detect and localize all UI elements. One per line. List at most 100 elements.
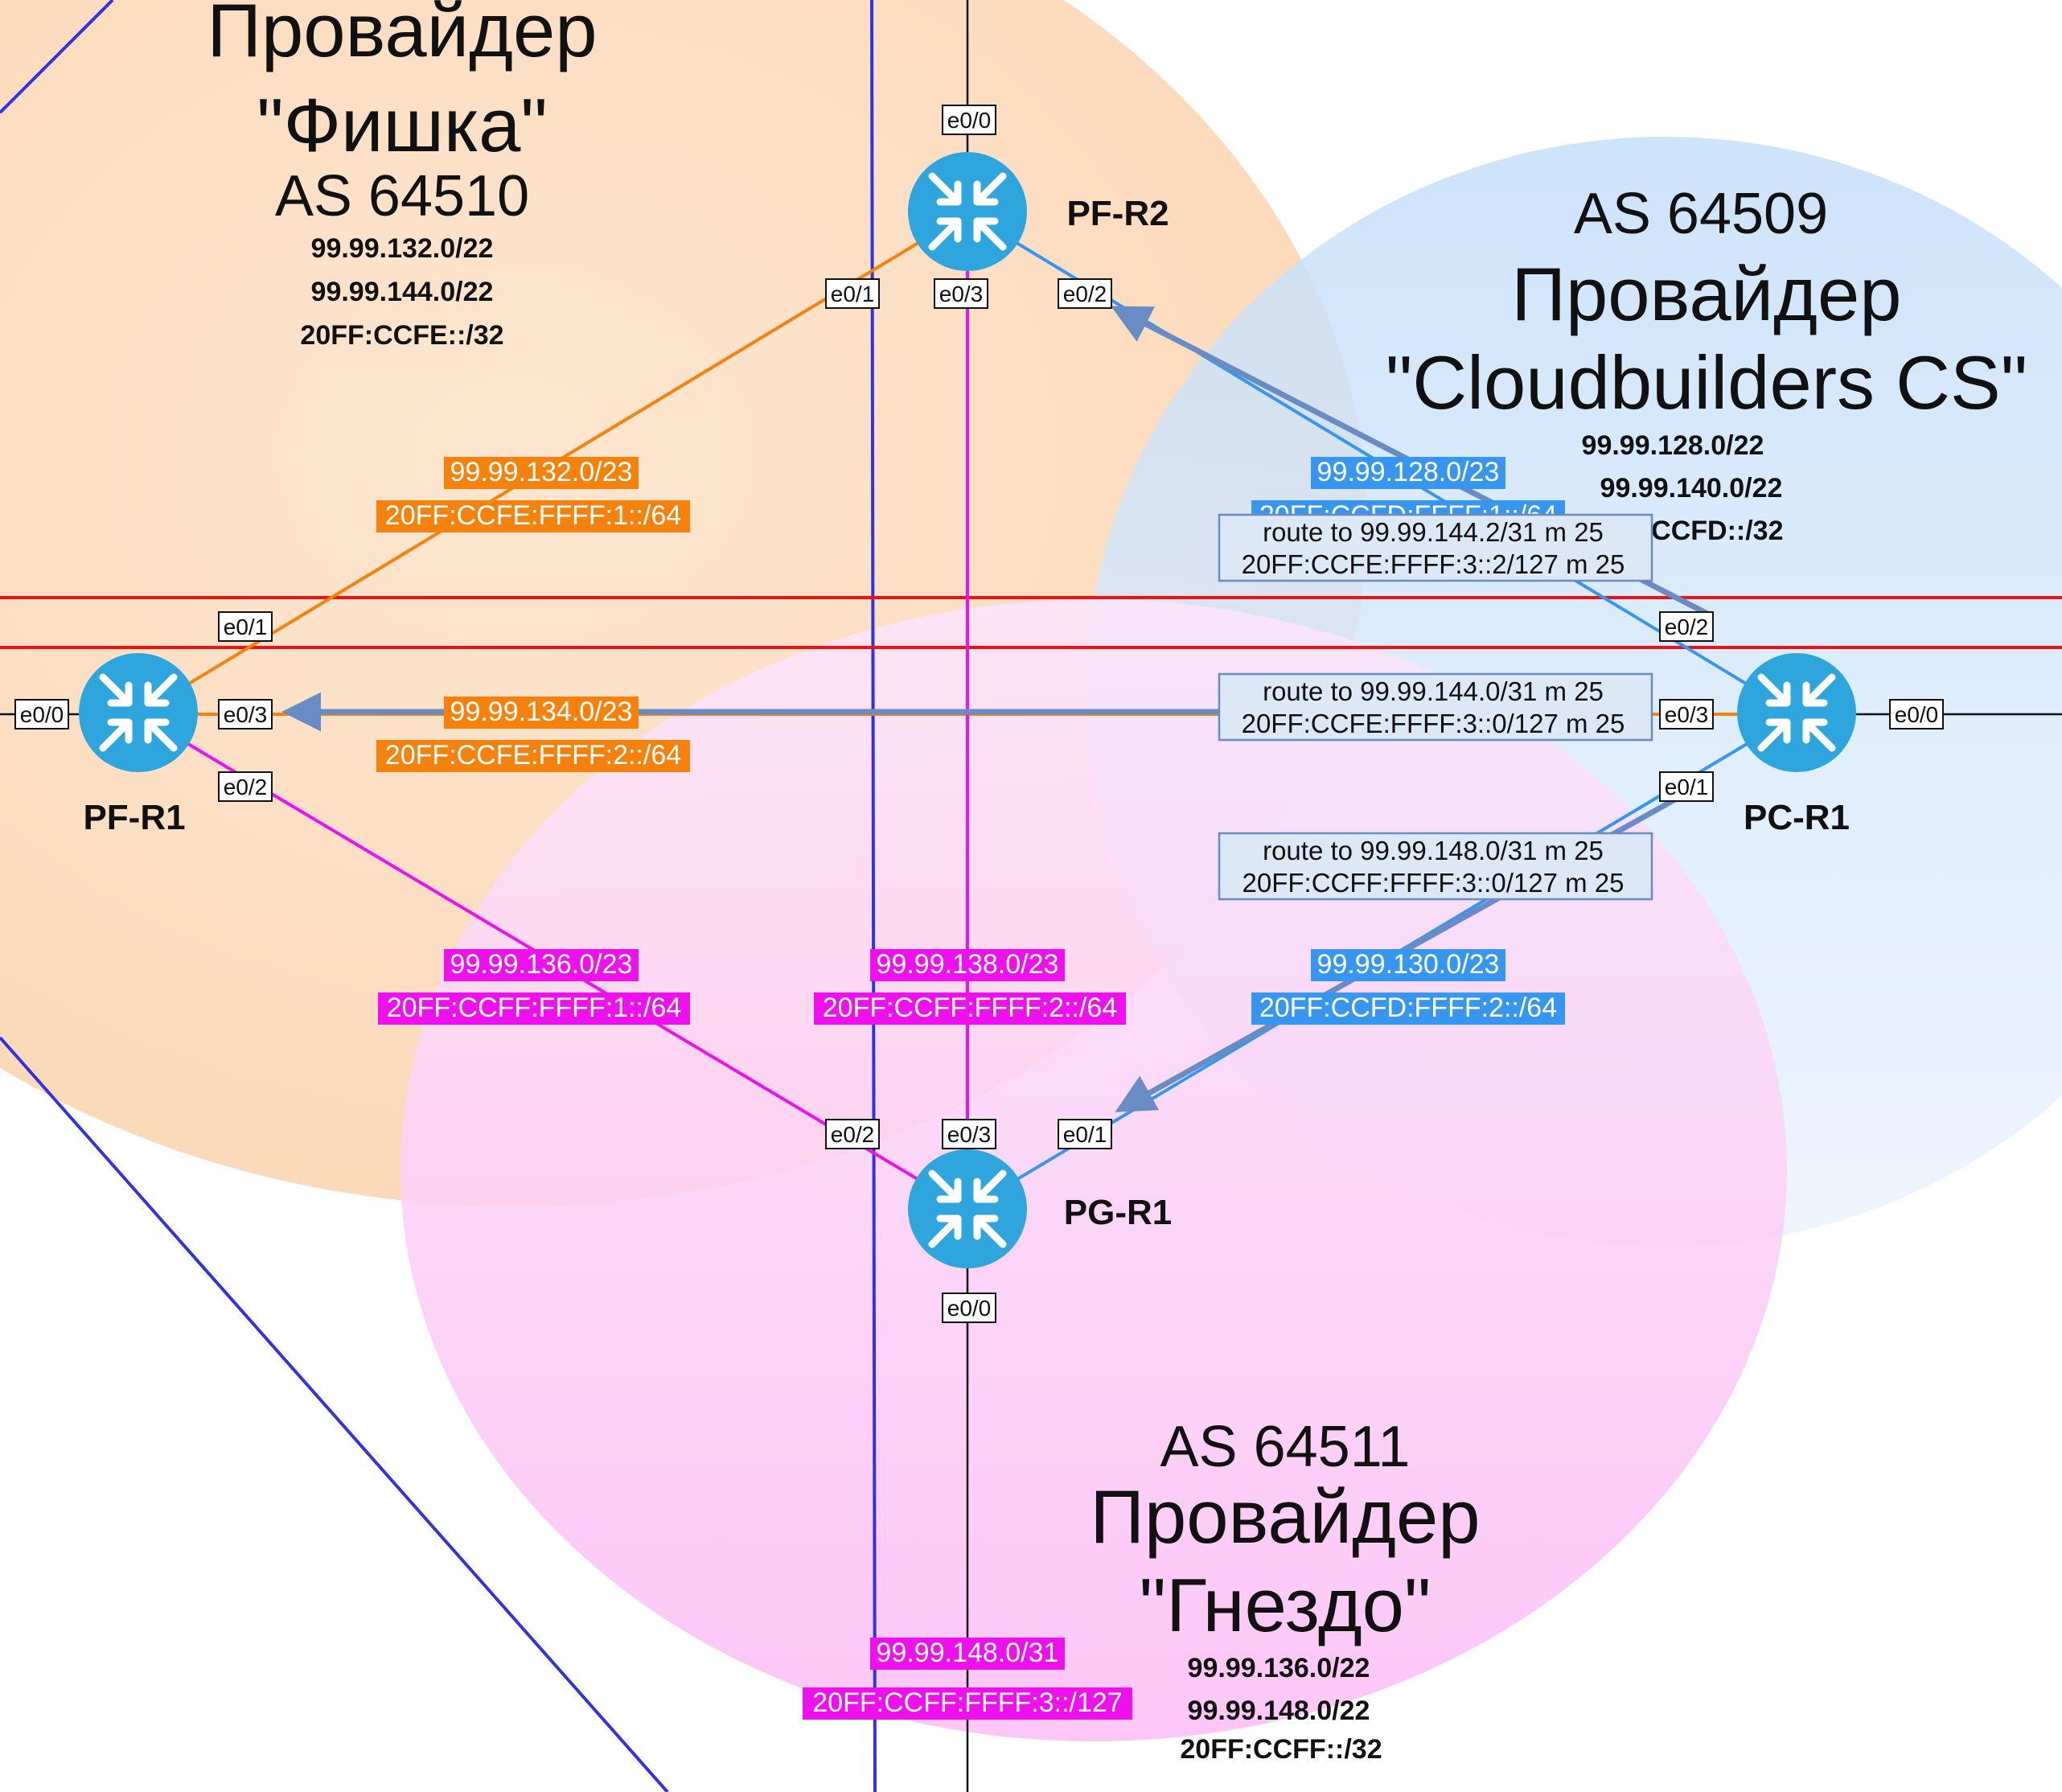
route-box-to-pfr2 — [1218, 513, 1653, 582]
label-bg — [376, 500, 690, 532]
link-pgr1-down-v4: 99.99.148.0/31 — [877, 1638, 1059, 1668]
link-pfr1-pgr1-v6: 20FF:CCFF:FFFF:1::/64 — [387, 993, 681, 1023]
gnezdo-title-1: Провайдер — [1090, 1474, 1480, 1559]
label-bg — [870, 949, 1065, 981]
label-bg — [378, 993, 690, 1025]
router-icon — [79, 653, 198, 772]
fishka-as: AS 64510 — [275, 164, 529, 228]
cloudbuilders-prefix-1: 99.99.128.0/22 — [1582, 430, 1764, 461]
link-pfr1-pcr1-v4: 99.99.134.0/23 — [450, 697, 633, 727]
label-bg — [444, 697, 639, 729]
fishka-prefix-2: 99.99.144.0/22 — [311, 277, 494, 307]
link-labels: 99.99.132.0/23 20FF:CCFE:FFFF:1::/64 99.… — [376, 457, 1565, 1720]
router-pf-r2-label: PF-R2 — [1066, 194, 1169, 233]
label-bg — [444, 457, 639, 489]
port-box — [14, 699, 69, 730]
port-pc-r1-e00: e0/0 — [1895, 702, 1939, 727]
port-box — [1889, 699, 1944, 730]
port-box — [942, 105, 996, 135]
routers: PF-R2 PF-R1 PC-R1 PG-R1 — [79, 152, 1856, 1268]
port-box — [218, 611, 273, 642]
dark-blue-diagonal-top — [0, 0, 114, 114]
port-pc-r1-e03: e0/3 — [1665, 702, 1709, 727]
port-pg-r1-e01: e0/1 — [1063, 1122, 1107, 1147]
port-box — [218, 771, 273, 802]
router-pf-r1-label: PF-R1 — [83, 798, 185, 837]
gnezdo-prefix-3: 20FF:CCFF::/32 — [1180, 1734, 1382, 1765]
label-bg — [1311, 457, 1505, 489]
port-box — [1058, 1119, 1112, 1149]
route-box-to-pgr1 — [1218, 832, 1653, 901]
label-bg — [870, 1638, 1065, 1670]
port-box — [942, 1293, 996, 1323]
route-to-pfr2-line1: route to 99.99.144.2/31 m 25 — [1263, 517, 1604, 547]
port-pf-r2-e01: e0/1 — [831, 282, 875, 306]
port-box — [1659, 699, 1714, 730]
fishka-prefix-3: 20FF:CCFE::/32 — [300, 320, 503, 351]
gnezdo-prefix-2: 99.99.148.0/22 — [1188, 1695, 1370, 1726]
link-pfr2-pgr1-v6: 20FF:CCFF:FFFF:2::/64 — [823, 993, 1117, 1023]
port-box — [1659, 771, 1714, 802]
link-pgr1-down-v6: 20FF:CCFF:FFFF:3::/127 — [812, 1687, 1122, 1718]
gnezdo-prefix-1: 99.99.136.0/22 — [1188, 1653, 1370, 1683]
port-pg-r1-e02: e0/2 — [831, 1122, 875, 1147]
cloudbuilders-as: AS 64509 — [1574, 182, 1828, 246]
port-pf-r1-e03: e0/3 — [224, 702, 268, 727]
router-pf-r1[interactable] — [79, 653, 198, 772]
fishka-title-2: "Фишка" — [257, 83, 548, 167]
label-bg — [1311, 949, 1505, 981]
port-box — [1058, 278, 1112, 309]
link-pfr1-pfr2-v6: 20FF:CCFE:FFFF:1::/64 — [385, 500, 681, 531]
cloudbuilders-prefix-2: 99.99.140.0/22 — [1600, 473, 1783, 503]
route-boxes: route to 99.99.144.2/31 m 25 20FF:CCFE:F… — [1218, 513, 1653, 901]
port-pf-r2-e00: e0/0 — [947, 108, 992, 133]
router-pg-r1[interactable] — [908, 1149, 1027, 1268]
label-bg — [1251, 993, 1565, 1025]
port-pf-r1-e00: e0/0 — [20, 702, 64, 727]
link-pfr1-pfr2-v4: 99.99.132.0/23 — [450, 457, 633, 487]
router-icon — [908, 1149, 1027, 1268]
route-to-pfr1-line2: 20FF:CCFE:FFFF:3::0/127 m 25 — [1242, 709, 1625, 738]
route-box-to-pfr1 — [1218, 672, 1653, 742]
cloudbuilders-title-2: "Cloudbuilders CS" — [1386, 340, 2027, 425]
link-pfr2-pgr1-v4: 99.99.138.0/23 — [877, 949, 1059, 980]
route-to-pfr1-line1: route to 99.99.144.0/31 m 25 — [1263, 676, 1604, 706]
label-bg — [376, 740, 690, 772]
fishka-prefix-1: 99.99.132.0/22 — [311, 233, 494, 264]
route-to-pfr2-line2: 20FF:CCFE:FFFF:3::2/127 m 25 — [1242, 549, 1625, 579]
label-bg — [444, 949, 639, 981]
router-pc-r1[interactable] — [1737, 653, 1856, 772]
label-bg — [814, 993, 1126, 1025]
port-box — [825, 278, 880, 309]
port-box — [942, 1119, 996, 1149]
zone-labels: Провайдер "Фишка" AS 64510 99.99.132.0/2… — [207, 0, 2027, 1765]
route-to-pgr1-line1: route to 99.99.148.0/31 m 25 — [1263, 836, 1604, 865]
gnezdo-title-2: "Гнездо" — [1140, 1563, 1431, 1647]
router-icon — [1737, 653, 1856, 772]
dark-blue-diagonal-bottom — [0, 1036, 669, 1792]
gnezdo-as: AS 64511 — [1160, 1415, 1411, 1479]
fishka-title-1: Провайдер — [207, 0, 597, 72]
port-pf-r2-e02: e0/2 — [1063, 282, 1107, 306]
port-pg-r1-e00: e0/0 — [947, 1296, 992, 1321]
port-pc-r1-e02: e0/2 — [1665, 614, 1709, 639]
route-to-pgr1-line2: 20FF:CCFF:FFFF:3::0/127 m 25 — [1243, 868, 1625, 898]
link-pcr1-pgr1-v4: 99.99.130.0/23 — [1317, 949, 1500, 980]
port-box — [1659, 611, 1714, 642]
port-box — [934, 278, 988, 309]
router-icon — [908, 152, 1027, 271]
port-pc-r1-e01: e0/1 — [1665, 775, 1709, 799]
link-pfr1-pgr1-v4: 99.99.136.0/23 — [450, 949, 633, 980]
port-box — [218, 699, 273, 730]
link-pfr1-pcr1-v6: 20FF:CCFE:FFFF:2::/64 — [385, 740, 681, 771]
port-labels: e0/0 e0/1 e0/3 e0/2 e0/1 e0/0 e0/3 e0/2 … — [14, 105, 1944, 1323]
router-pf-r2[interactable] — [908, 152, 1027, 271]
link-pfr2-pcr1-v4: 99.99.128.0/23 — [1317, 457, 1500, 487]
port-pf-r1-e01: e0/1 — [224, 614, 268, 639]
label-bg — [803, 1687, 1132, 1720]
router-pg-r1-label: PG-R1 — [1064, 1193, 1172, 1232]
link-pcr1-pgr1-v6: 20FF:CCFD:FFFF:2::/64 — [1259, 993, 1557, 1023]
port-box — [825, 1119, 880, 1149]
cloudbuilders-title-1: Провайдер — [1511, 252, 1901, 336]
